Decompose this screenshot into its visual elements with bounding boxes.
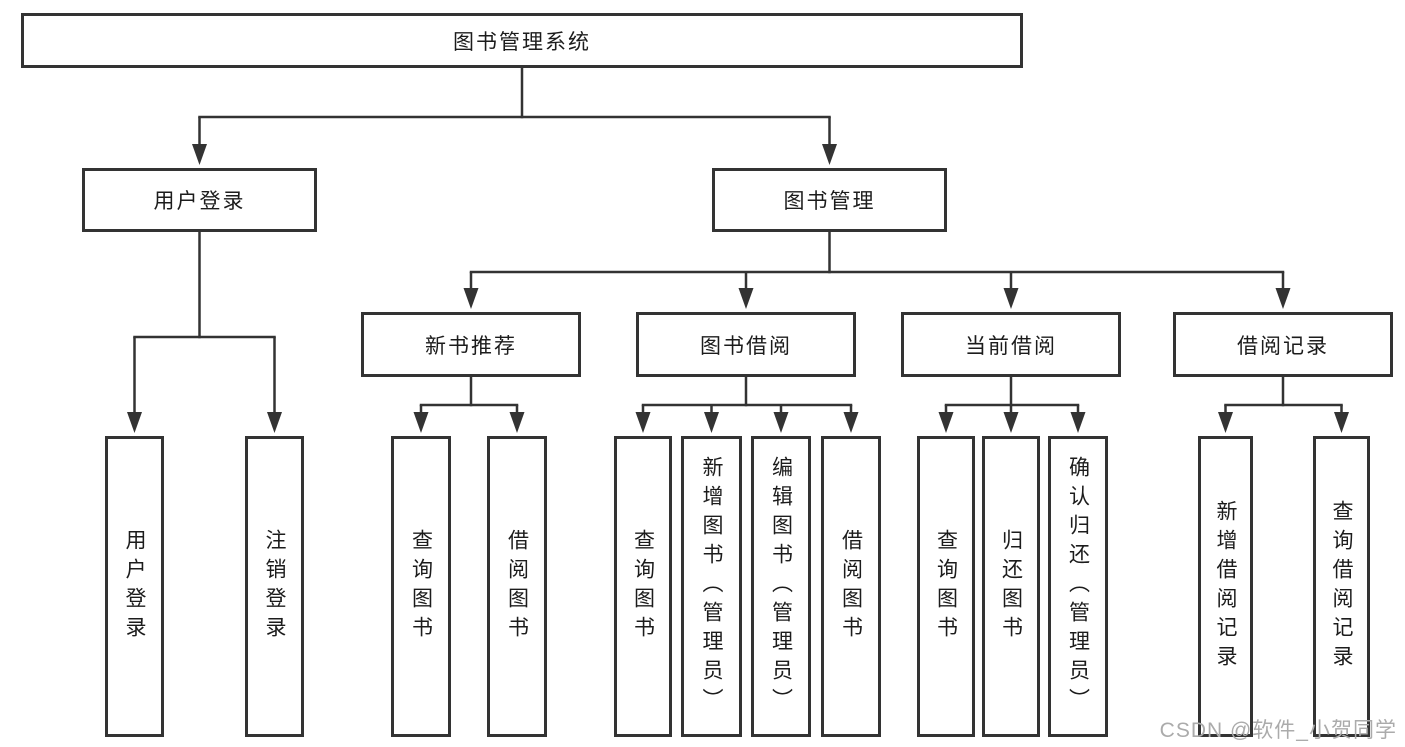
node-current-borrow: 当前借阅 (901, 312, 1121, 377)
leaf-user-login-label: 用户登录 (123, 528, 146, 645)
connectors-root-to-level2 (192, 67, 837, 165)
leaf-br-add-record-label: 新增借阅记录 (1214, 499, 1237, 674)
leaf-bb-borrow-books: 借阅图书 (821, 436, 881, 737)
node-borrow-records: 借阅记录 (1173, 312, 1393, 377)
node-user-login-group: 用户登录 (82, 168, 317, 232)
leaf-cb-query-books-label: 查询图书 (934, 528, 958, 645)
leaf-user-login: 用户登录 (105, 436, 164, 737)
leaf-br-add-record: 新增借阅记录 (1198, 436, 1253, 737)
leaf-logout-label: 注销登录 (263, 528, 286, 645)
leaf-br-query-record-label: 查询借阅记录 (1330, 499, 1353, 674)
leaf-cb-confirm-return-admin: 确认归还（管理员） (1048, 436, 1108, 737)
leaf-bb-edit-books-admin-label: 编辑图书（管理员） (769, 456, 793, 717)
leaf-bb-query-books: 查询图书 (614, 436, 672, 737)
leaf-bb-query-books-label: 查询图书 (631, 528, 655, 645)
node-new-book-recommend-label: 新书推荐 (425, 334, 517, 358)
connectors-new-book-recommend-leaves (413, 375, 525, 433)
node-book-borrow: 图书借阅 (636, 312, 856, 377)
leaf-nbr-borrow-books-label: 借阅图书 (505, 528, 529, 645)
leaf-bb-borrow-books-label: 借阅图书 (839, 528, 863, 645)
leaf-logout: 注销登录 (245, 436, 304, 737)
connectors-book-management-to-level3 (463, 230, 1291, 309)
leaf-nbr-query-books: 查询图书 (391, 436, 451, 737)
leaf-bb-add-books-admin-label: 新增图书（管理员） (700, 456, 723, 717)
leaf-nbr-borrow-books: 借阅图书 (487, 436, 547, 737)
connectors-current-borrow-leaves (938, 375, 1086, 433)
connectors-user-login-branch (127, 230, 282, 433)
node-user-login-group-label: 用户登录 (153, 190, 246, 213)
leaf-bb-edit-books-admin: 编辑图书（管理员） (751, 436, 811, 737)
leaf-cb-return-books: 归还图书 (982, 436, 1040, 737)
connectors-borrow-records-leaves (1218, 375, 1349, 433)
leaf-br-query-record: 查询借阅记录 (1313, 436, 1370, 737)
watermark: CSDN @软件_小贺同学 (1159, 719, 1397, 742)
node-book-borrow-label: 图书借阅 (700, 334, 792, 358)
node-root-label: 图书管理系统 (453, 30, 591, 54)
leaf-nbr-query-books-label: 查询图书 (409, 528, 433, 645)
leaf-bb-add-books-admin: 新增图书（管理员） (681, 436, 742, 737)
node-book-management: 图书管理 (712, 168, 947, 232)
node-current-borrow-label: 当前借阅 (965, 334, 1057, 358)
node-root: 图书管理系统 (21, 13, 1023, 68)
node-book-management-label: 图书管理 (783, 190, 876, 213)
node-borrow-records-label: 借阅记录 (1237, 334, 1329, 358)
connectors-book-borrow-leaves (635, 375, 859, 433)
leaf-cb-return-books-label: 归还图书 (999, 528, 1023, 645)
leaf-cb-query-books: 查询图书 (917, 436, 975, 737)
node-new-book-recommend: 新书推荐 (361, 312, 581, 377)
leaf-cb-confirm-return-admin-label: 确认归还（管理员） (1066, 456, 1090, 717)
